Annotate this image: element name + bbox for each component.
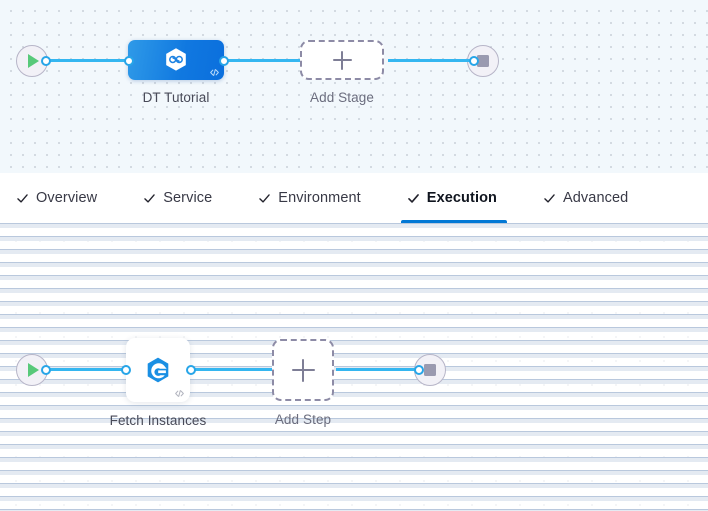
- check-icon: [17, 193, 28, 203]
- stage-node-dt-tutorial[interactable]: [128, 40, 224, 80]
- code-icon: [210, 68, 219, 77]
- plus-icon: [291, 358, 315, 382]
- tab-service[interactable]: Service: [141, 173, 228, 223]
- add-step-label: Add Step: [274, 412, 332, 427]
- tab-advanced[interactable]: Advanced: [541, 173, 644, 223]
- check-icon: [144, 193, 155, 203]
- step-wire-start-to-step: [44, 368, 134, 371]
- tab-overview[interactable]: Overview: [14, 173, 113, 223]
- pipeline-stage-canvas[interactable]: DT Tutorial Add Stage: [0, 0, 708, 173]
- code-icon: [175, 389, 184, 398]
- tab-environment[interactable]: Environment: [256, 173, 377, 223]
- add-stage-button[interactable]: [300, 40, 384, 80]
- stage-config-tabs: Overview Service Environment Execution: [0, 173, 708, 223]
- check-icon: [259, 193, 271, 203]
- plus-icon: [332, 50, 352, 70]
- end-node-input-port[interactable]: [469, 56, 479, 66]
- step-wire-step-to-addstep: [186, 368, 274, 371]
- execution-steps-canvas[interactable]: Fetch Instances Add Step: [0, 223, 708, 511]
- stage-node-output-port[interactable]: [219, 56, 229, 66]
- stage-node-label: DT Tutorial: [142, 90, 210, 105]
- play-icon: [28, 363, 39, 377]
- stage-wire-addstage-to-end: [388, 59, 478, 62]
- play-icon: [28, 54, 39, 68]
- check-icon: [407, 193, 419, 203]
- check-icon: [544, 193, 555, 203]
- execution-start-node[interactable]: [16, 354, 48, 386]
- step-node-input-port[interactable]: [121, 365, 131, 375]
- stop-icon: [424, 364, 436, 376]
- tab-service-label: Service: [163, 190, 213, 206]
- harness-e-hexagon-icon: [147, 357, 169, 383]
- tab-execution-label: Execution: [426, 190, 497, 206]
- tab-advanced-label: Advanced: [563, 190, 629, 206]
- execution-start-output-port[interactable]: [41, 365, 51, 375]
- step-node-fetch-instances[interactable]: [126, 338, 190, 402]
- tab-overview-label: Overview: [36, 190, 98, 206]
- step-wire-addstep-to-end: [336, 368, 418, 371]
- step-node-label: Fetch Instances: [109, 413, 207, 428]
- tab-execution[interactable]: Execution: [400, 173, 513, 223]
- stop-icon: [477, 55, 489, 67]
- active-tab-underline: [400, 220, 507, 223]
- add-step-button[interactable]: [272, 339, 334, 401]
- tab-environment-label: Environment: [278, 190, 361, 206]
- execution-end-input-port[interactable]: [414, 365, 424, 375]
- add-stage-label: Add Stage: [310, 90, 374, 105]
- stage-wire-stage-to-addstage: [212, 59, 308, 62]
- stage-wire-start-to-stage: [44, 59, 140, 62]
- start-node-output-port[interactable]: [41, 56, 51, 66]
- step-node-output-port[interactable]: [186, 365, 196, 375]
- harness-hexagon-icon: [166, 48, 186, 71]
- stage-node-input-port[interactable]: [124, 56, 134, 66]
